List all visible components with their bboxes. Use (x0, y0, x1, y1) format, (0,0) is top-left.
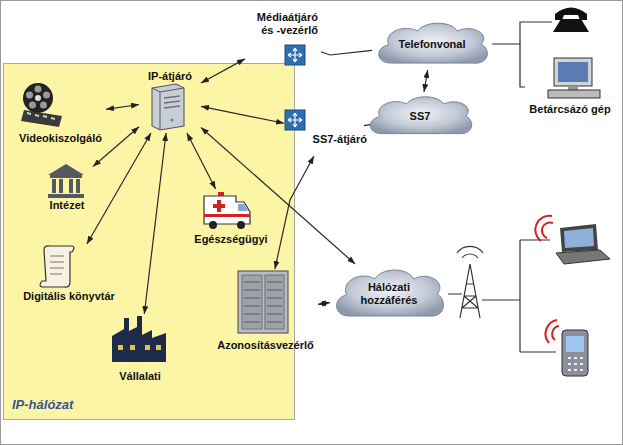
node-label: Intézet (50, 199, 85, 212)
cloud-outline (370, 97, 471, 134)
branch-line (520, 22, 552, 44)
factory-icon (112, 316, 166, 362)
film-reel-icon (21, 83, 62, 127)
connector-arrow (424, 70, 428, 92)
switch-icon (285, 45, 305, 65)
client-node: Betárcsázó gép (525, 55, 615, 119)
node-label: Videokiszolgáló (19, 132, 102, 145)
node-label: Médiaátjáró és -vezérlő (248, 11, 318, 36)
connector-arrow (87, 133, 151, 244)
node-label: SS7-átjáró (313, 133, 367, 146)
connector-arrow (201, 127, 355, 264)
network-cloud: Telefonvonal (372, 18, 492, 70)
connector-arrow (93, 127, 139, 167)
connector-arrow (201, 59, 245, 83)
connector-arrow (275, 156, 314, 269)
node-label: Betárcsázó gép (529, 103, 610, 116)
connector-arrow (318, 303, 330, 305)
connector-arrow (106, 105, 139, 110)
building-icon (48, 164, 84, 198)
node-label: SS7 (410, 110, 431, 123)
node-label: Vállalati (119, 370, 161, 383)
cloud-outline (379, 23, 488, 63)
cloud-outline (337, 270, 444, 316)
gateway-node: IP-átjáró (139, 67, 201, 133)
node-label: IP-átjáró (148, 70, 192, 83)
controller-node: Azonosításvezérlő (213, 269, 318, 355)
node-label: Telefonvonal (398, 38, 465, 51)
node-label: Digitális könyvtár (23, 290, 115, 303)
service-node: Egészségügyi (190, 189, 272, 249)
connector-arrow (364, 125, 370, 126)
network-cloud: SS7 (364, 92, 476, 140)
region-label: IP-hálózat (12, 398, 73, 413)
mobile-phone-icon (546, 320, 588, 376)
network-region: IP-átjáróVideokiszolgálóIntézetDigitális… (3, 63, 295, 420)
service-node: Videokiszolgáló (15, 84, 106, 148)
service-node: Vállalati (109, 314, 171, 386)
connector-arrow (321, 50, 372, 55)
antenna-tower-icon (457, 246, 483, 318)
computer-icon (548, 58, 600, 98)
service-node: Digitális könyvtár (19, 244, 119, 306)
node-label: Egészségügyi (194, 233, 267, 246)
scroll-icon (40, 246, 74, 287)
connector-arrow (144, 133, 166, 314)
connector-arrow (201, 106, 284, 123)
server-icon (152, 84, 184, 130)
telephone-icon (553, 8, 589, 33)
node-label: Hálózati hozzáférés (347, 281, 431, 306)
gateway-node: Médiaátjáró és -vezérlő (245, 8, 321, 68)
ambulance-icon (204, 192, 250, 229)
link-line (448, 240, 556, 352)
switch-icon (285, 110, 305, 130)
connector-arrow (187, 133, 216, 189)
network-cloud: Hálózati hozzáférés (330, 264, 448, 324)
connector-arrow (492, 44, 525, 87)
service-node: Intézet (41, 163, 93, 215)
node-label: Azonosításvezérlő (217, 339, 314, 352)
server-rack-icon (238, 271, 288, 333)
laptop-icon (535, 216, 610, 264)
gateway-node: SS7-átjáró (284, 108, 370, 156)
